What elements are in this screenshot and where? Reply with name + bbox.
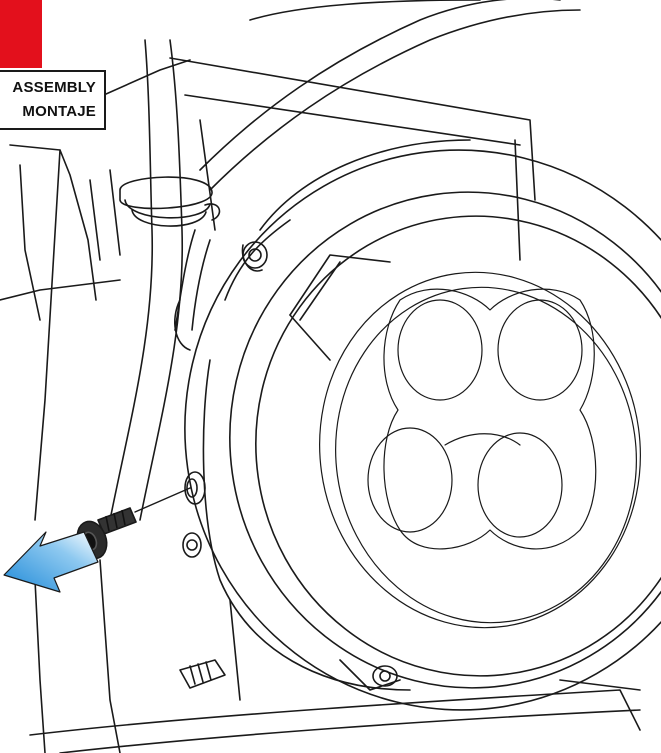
label-line-2: MONTAJE xyxy=(22,103,96,120)
led-lens xyxy=(319,271,641,629)
side-bolt-lower xyxy=(182,532,202,558)
screw-guide-line xyxy=(134,487,191,513)
base-plate xyxy=(29,679,641,753)
top-bolt xyxy=(241,241,268,272)
bottom-bolt xyxy=(339,659,401,691)
lamp-housing xyxy=(184,139,661,711)
frame-bracket xyxy=(0,57,536,753)
lens-notch xyxy=(289,254,391,361)
side-hole xyxy=(184,471,206,505)
removal-arrow-icon xyxy=(3,531,99,593)
label-line-1: ASSEMBLY xyxy=(12,79,96,96)
cable xyxy=(109,0,581,521)
section-label: ASSEMBLY MONTAJE xyxy=(0,70,106,130)
accent-tab xyxy=(0,0,42,68)
adjustment-knob xyxy=(179,659,226,689)
